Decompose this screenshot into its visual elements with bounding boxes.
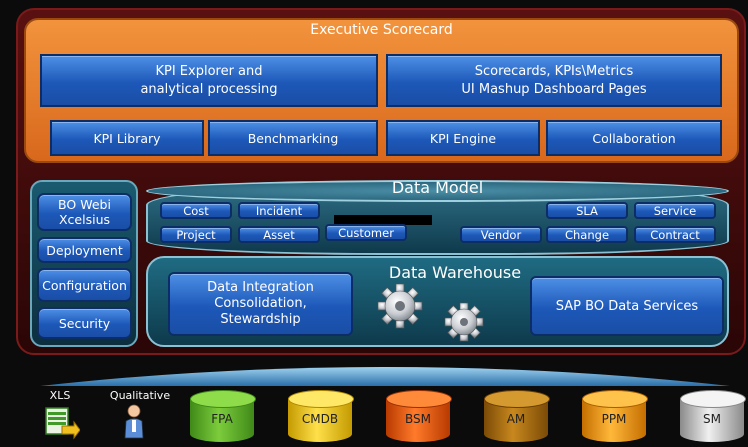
chip-change: Change — [546, 226, 628, 243]
data-integration-box: Data Integration Consolidation, Stewards… — [168, 272, 353, 336]
db-cmdb-label: CMDB — [301, 412, 339, 426]
scorecards-metrics-box: Scorecards, KPIs\Metrics UI Mashup Dashb… — [386, 54, 722, 107]
db-cmdb: CMDB — [288, 390, 354, 442]
excel-export-icon — [45, 407, 80, 440]
chip-incident: Incident — [238, 202, 320, 219]
db-ppm: PPM — [582, 390, 648, 442]
redaction-bar — [334, 215, 432, 225]
chip-contract: Contract — [634, 226, 716, 243]
chip-sla: SLA — [546, 202, 628, 219]
security-box: Security — [37, 307, 132, 339]
qualitative-label: Qualitative — [109, 389, 171, 402]
chip-asset: Asset — [238, 226, 320, 243]
collaboration-box: Collaboration — [546, 120, 722, 156]
deployment-box: Deployment — [37, 237, 132, 263]
chip-project: Project — [160, 226, 232, 243]
db-bsm: BSM — [386, 390, 452, 442]
db-am: AM — [484, 390, 550, 442]
sap-bo-data-services-box: SAP BO Data Services — [530, 276, 724, 336]
data-model-drum-top — [146, 180, 729, 202]
db-am-label: AM — [506, 412, 526, 426]
db-fpa: FPA — [190, 390, 256, 442]
chip-service: Service — [634, 202, 716, 219]
benchmarking-box: Benchmarking — [208, 120, 378, 156]
base-beam — [40, 367, 730, 386]
executive-scorecard-title: Executive Scorecard — [310, 22, 453, 38]
gears-icon — [377, 283, 484, 342]
bo-webi-xcelsius-box: BO Webi Xcelsius — [37, 193, 132, 231]
db-fpa-label: FPA — [211, 412, 233, 426]
person-icon — [124, 404, 144, 439]
kpi-library-box: KPI Library — [50, 120, 204, 156]
db-bsm-label: BSM — [405, 412, 431, 426]
db-ppm-label: PPM — [601, 412, 627, 426]
data-model-title: Data Model — [391, 178, 484, 197]
db-sm-label: SM — [703, 412, 721, 426]
configuration-box: Configuration — [37, 268, 132, 302]
chip-vendor: Vendor — [460, 226, 542, 243]
kpi-explorer-box: KPI Explorer and analytical processing — [40, 54, 378, 107]
xls-label: XLS — [49, 389, 71, 402]
kpi-engine-box: KPI Engine — [386, 120, 540, 156]
db-sm: SM — [680, 390, 746, 442]
data-warehouse-title: Data Warehouse — [388, 263, 522, 282]
chip-cost: Cost — [160, 202, 232, 219]
chip-customer: Customer — [325, 224, 407, 241]
